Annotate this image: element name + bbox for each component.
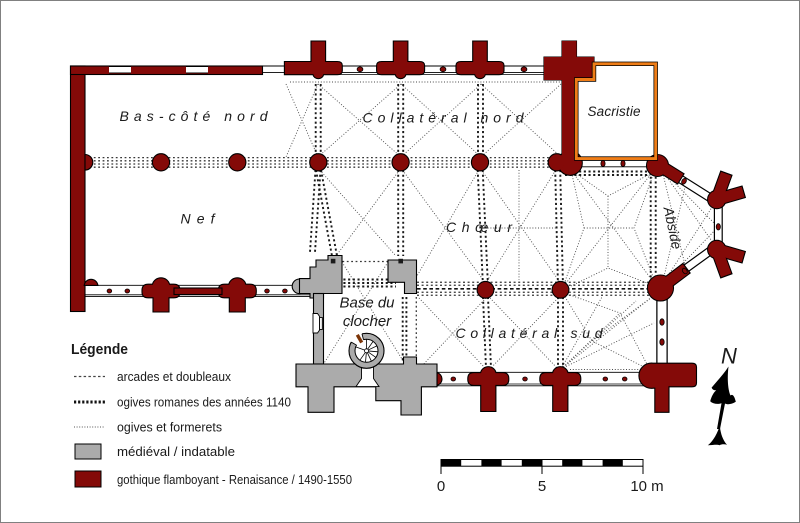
svg-text:Nef: Nef (181, 211, 217, 227)
svg-text:Légende: Légende (71, 342, 128, 358)
svg-text:arcades et doubleaux: arcades et doubleaux (117, 369, 231, 384)
svg-text:N: N (721, 344, 737, 369)
svg-text:gothique flamboyant - Renaisan: gothique flamboyant - Renaisance / 1490-… (117, 472, 352, 487)
svg-text:ogives romanes des années 1140: ogives romanes des années 1140 (117, 395, 291, 410)
svg-text:clocher: clocher (343, 313, 392, 330)
svg-text:ogives et formerets: ogives et formerets (117, 420, 222, 435)
svg-text:Sacristie: Sacristie (588, 104, 641, 119)
svg-text:0: 0 (437, 478, 445, 495)
svg-text:10 m: 10 m (630, 478, 663, 495)
svg-text:médiéval / indatable: médiéval / indatable (117, 444, 235, 459)
svg-text:5: 5 (538, 478, 546, 495)
svg-text:Chœur: Chœur (446, 219, 513, 235)
svg-text:Base du: Base du (339, 295, 395, 312)
